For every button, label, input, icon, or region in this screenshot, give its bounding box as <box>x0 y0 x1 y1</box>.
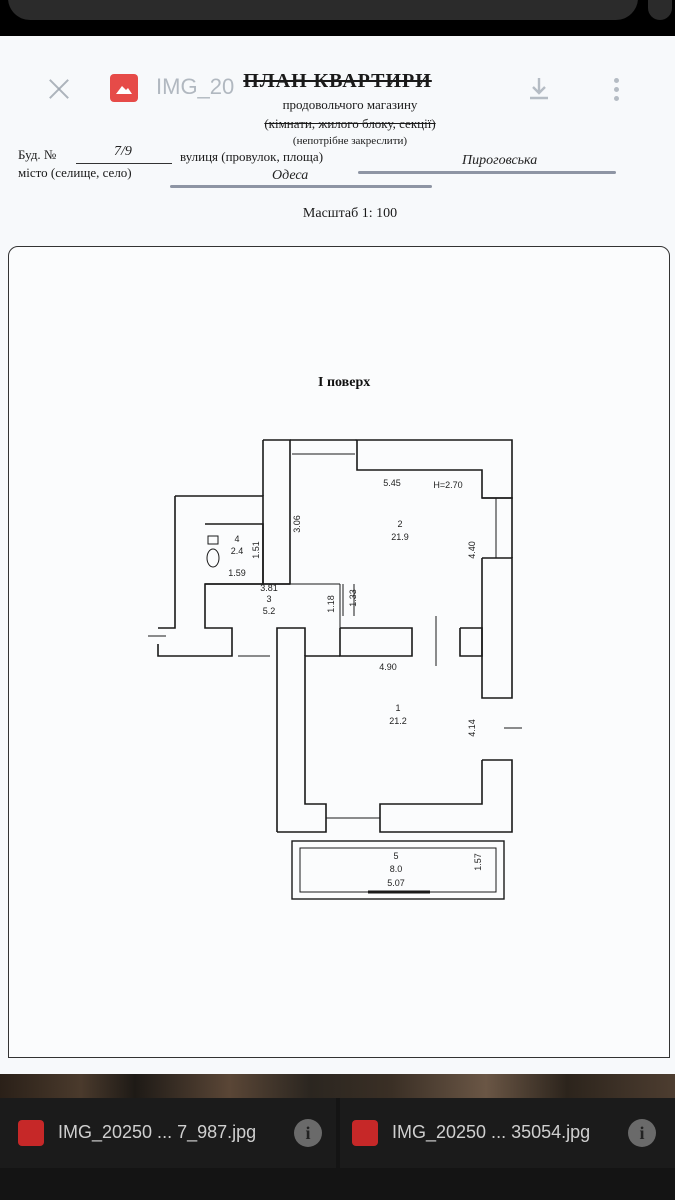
building-underline <box>76 163 172 164</box>
more-vert-dot <box>614 96 619 101</box>
download-button[interactable] <box>522 72 556 106</box>
toilet-icon <box>206 548 220 568</box>
balcony <box>291 840 505 900</box>
wall-partition-east <box>459 627 483 657</box>
wall-corridor-west <box>158 496 176 629</box>
status-bar-edge <box>648 0 672 20</box>
street-label: вулиця (провулок, площа) <box>180 149 324 164</box>
room3-area: 5.2 <box>263 606 276 616</box>
dim-room1-width: 4.90 <box>379 662 397 672</box>
file-title: IMG_20 <box>156 74 235 99</box>
room2-area: 21.9 <box>391 532 409 542</box>
document-note: (непотрібне закреслити) <box>292 135 408 147</box>
image-file-icon <box>352 1120 378 1146</box>
room3-number: 3 <box>266 594 271 604</box>
image-file-icon <box>18 1120 44 1146</box>
scale-label: Масштаб 1: 100 <box>302 206 398 221</box>
document-subtitle: продовольчого магазину <box>282 97 418 112</box>
dim-height: H=2.70 <box>433 480 462 490</box>
thumbnail-item[interactable]: IMG_20250 ... 7_987.jpg i <box>0 1098 336 1168</box>
dim-room2-width: 5.45 <box>383 478 401 488</box>
plan-labels: 2 21.9 1 21.2 3 5.2 4 2.4 5 8.0 5.07 5.4… <box>228 478 483 888</box>
city-label: місто (селище, село) <box>18 165 132 180</box>
more-vert-icon <box>614 78 619 83</box>
thumbnail-bar: IMG_20250 ... 7_987.jpg i IMG_20250 ... … <box>0 1074 675 1200</box>
wall-east-mid <box>481 557 513 699</box>
image-file-icon <box>110 74 138 102</box>
building-value: 7/9 <box>114 144 132 159</box>
room2-number: 2 <box>397 519 402 529</box>
dim-room2-right: 4.40 <box>467 541 477 559</box>
room1-area: 21.2 <box>389 716 407 726</box>
room1-number: 1 <box>395 703 400 713</box>
viewer-toolbar: IMG_20 <box>0 36 675 146</box>
sink-icon <box>207 535 219 545</box>
dim-room3-b-label: 1.33 <box>348 589 358 607</box>
wall-west-lower <box>276 627 306 832</box>
status-bar-notch <box>8 0 638 20</box>
street-value: Пироговська <box>462 153 538 168</box>
city-underline <box>170 185 432 188</box>
more-vert-dot <box>614 87 619 92</box>
thumbnail-name: IMG_20250 ... 7_987.jpg <box>58 1122 257 1142</box>
dim-room4-bottom: 1.59 <box>228 568 246 578</box>
room4-area: 2.4 <box>231 546 244 556</box>
close-button[interactable] <box>44 74 74 104</box>
wall-east-upper <box>482 497 513 558</box>
dim-room3-a-label: 1.18 <box>326 595 336 613</box>
plan-frame <box>8 246 670 1058</box>
document-image: ПЛАН КВАРТИРИ продовольчого магазину (кі… <box>0 36 675 1074</box>
thumbnail-preview-strip <box>0 1074 675 1098</box>
dim-room5-width: 5.07 <box>387 878 405 888</box>
status-bar <box>0 0 675 36</box>
room5-number: 5 <box>393 851 398 861</box>
download-icon <box>530 78 548 100</box>
document-struck-line: (кімнати, жилого блоку, секції) <box>264 116 436 131</box>
walls <box>148 439 522 900</box>
floor-label: I поверх <box>318 375 371 390</box>
info-icon[interactable]: i <box>294 1119 322 1147</box>
wall-south-east <box>379 759 513 833</box>
floor-plan: 2 21.9 1 21.2 3 5.2 4 2.4 5 8.0 5.07 5.4… <box>148 439 522 900</box>
document-title: ПЛАН КВАРТИРИ <box>243 70 432 92</box>
wall-wc <box>205 523 264 584</box>
dim-room2-left: 3.06 <box>292 515 302 533</box>
dim-room5-side: 1.57 <box>473 853 483 871</box>
room4-number: 4 <box>234 534 239 544</box>
thumbnail-name: IMG_20250 ... 35054.jpg <box>392 1122 591 1142</box>
street-underline <box>358 171 616 174</box>
city-value: Одеса <box>272 168 309 183</box>
wall-corridor <box>157 495 264 657</box>
thumbnail-item[interactable]: IMG_20250 ... 35054.jpg i <box>340 1098 675 1168</box>
dim-room4-side: 1.51 <box>251 541 261 559</box>
dim-room1-right: 4.14 <box>467 719 477 737</box>
dim-room3-top: 3.81 <box>260 583 278 593</box>
building-label: Буд. № <box>18 147 57 162</box>
wall-south-west <box>277 655 340 833</box>
wall-west-upper <box>263 439 291 585</box>
room5-area: 8.0 <box>390 864 403 874</box>
info-icon[interactable]: i <box>628 1119 656 1147</box>
more-options-button[interactable] <box>606 72 626 106</box>
wall-partition-mid <box>339 627 413 657</box>
